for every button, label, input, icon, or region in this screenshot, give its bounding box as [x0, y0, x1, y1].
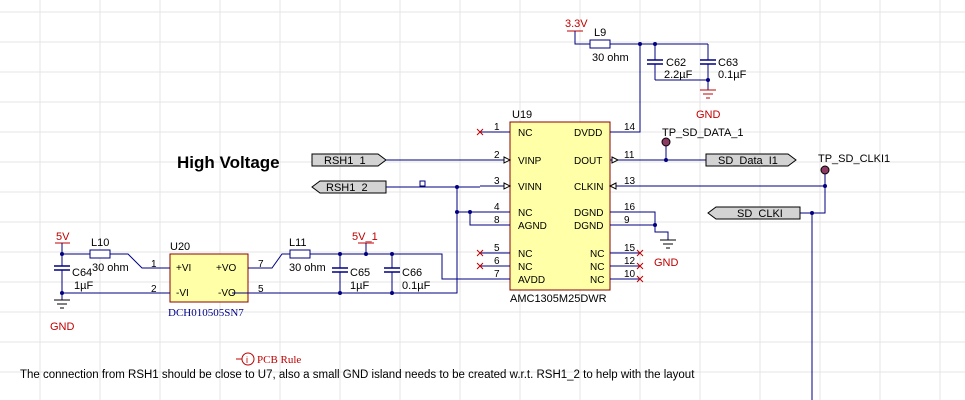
net-tie-marker	[419, 180, 426, 187]
l10-inductor[interactable]	[89, 249, 111, 259]
u19-pin-8-num: 8	[494, 215, 500, 226]
u19-pin-14-name: DVDD	[574, 128, 602, 139]
l11-ref: L11	[289, 237, 307, 249]
gnd-symbol-top	[700, 89, 716, 99]
u19-pin-13-num: 13	[624, 176, 636, 187]
u19-pin-12-name: NC	[590, 262, 604, 273]
c66-value: 0.1µF	[402, 280, 431, 292]
u19-pin-4-num: 4	[494, 202, 500, 213]
u19-ref: U19	[512, 109, 532, 121]
u19-pin-14-num: 14	[624, 122, 636, 133]
u19-pin-1-num: 1	[494, 122, 500, 133]
l9-inductor[interactable]	[589, 39, 611, 49]
c62-ref: C62	[666, 57, 686, 69]
u19-pin-4-name: NC	[518, 208, 532, 219]
l10-value: 30 ohm	[92, 262, 129, 274]
testpoint-sd-data[interactable]: TP_SD_DATA_1	[661, 127, 744, 160]
gnd-label-dgnd: GND	[654, 257, 679, 269]
u20-part: DCH010505SN7	[168, 307, 244, 319]
svg-text:i: i	[246, 355, 248, 365]
l11-value: 30 ohm	[289, 262, 326, 274]
info-circle-icon	[241, 352, 255, 366]
pcb-rule-marker[interactable]: i PCB Rule	[236, 352, 301, 366]
u19-pin-16-name: DGND	[574, 208, 603, 219]
u20-pin-2-num: 2	[151, 284, 157, 295]
u19-pin-1-name: NC	[518, 128, 532, 139]
u19-part: AMC1305M25DWR	[510, 293, 607, 305]
u20-pin-5-name: -VO	[218, 288, 236, 299]
pcb-rule-label: PCB Rule	[257, 354, 301, 366]
u19-pin-13-name: CLKIN	[574, 182, 603, 193]
u19-pin-10-name: NC	[590, 275, 604, 286]
c64-value: 1µF	[74, 280, 93, 292]
u19-pin-11-name: DOUT	[574, 156, 602, 167]
u19-left-pins: 1 2 3 4 8 5 6 7	[476, 122, 512, 280]
u19-pin-15-name: NC	[590, 249, 604, 260]
u19-pin-15-num: 15	[624, 243, 636, 254]
l11-inductor[interactable]	[289, 249, 311, 259]
u19-pin-11-num: 11	[624, 150, 635, 161]
c65-value: 1µF	[350, 280, 369, 292]
port-rsh1-2-label: RSH1_2	[326, 182, 368, 194]
u20-pin-1-name: +VI	[176, 263, 191, 274]
c65-ref: C65	[350, 267, 370, 279]
u20-pin-2-name: -VI	[176, 288, 189, 299]
u19-pin-7-name: AVDD	[518, 275, 545, 286]
gnd-label-5v: GND	[50, 321, 75, 333]
c64-ref: C64	[72, 267, 92, 279]
power-5v-label: 5V	[56, 231, 70, 243]
u20-ic[interactable]: U20 DCH010505SN7 +VI -VI +VO -VO	[168, 241, 249, 319]
u19-pin-2-num: 2	[494, 150, 500, 161]
testpoint-sd-clk[interactable]: TP_SD_CLKI1	[818, 153, 890, 175]
tp-clk-label: TP_SD_CLKI1	[818, 153, 890, 165]
power-3v3-label: 3.3V	[565, 18, 588, 30]
u19-pin-8-name: AGND	[518, 221, 547, 232]
c63-value: 0.1µF	[718, 69, 747, 81]
u19-pin-3-num: 3	[494, 176, 500, 187]
u19-pin-12-num: 12	[624, 256, 636, 267]
heading-high-voltage: High Voltage	[177, 153, 280, 172]
port-sd-clk[interactable]: SD_CLKI	[707, 206, 801, 220]
c63-ref: C63	[718, 57, 738, 69]
layout-note: The connection from RSH1 should be close…	[20, 369, 695, 381]
port-rsh1-1-label: RSH1_1	[324, 155, 366, 167]
port-rsh1-1[interactable]: RSH1_1	[311, 153, 387, 167]
l10-ref: L10	[91, 237, 109, 249]
u20-pin-7-num: 7	[258, 259, 264, 270]
u19-pin-9-name: DGND	[574, 221, 603, 232]
port-sd-clk-label: SD_CLKI	[737, 208, 783, 220]
u19-pin-5-name: NC	[518, 249, 532, 260]
power-5v1-label: 5V_1	[352, 231, 378, 243]
dgnd-net: GND	[640, 211, 679, 269]
c66-ref: C66	[402, 267, 422, 279]
l9-value: 30 ohm	[592, 52, 629, 64]
u19-pin-6-name: NC	[518, 262, 532, 273]
u19-ic[interactable]: U19 AMC1305M25DWR NC VINP VINN NC AGND N…	[509, 109, 611, 305]
port-sd-data[interactable]: SD_Data_I1	[705, 153, 797, 167]
u19-pin-5-num: 5	[494, 243, 500, 254]
port-rsh1-2[interactable]: RSH1_2	[311, 180, 387, 194]
gnd-label-top: GND	[696, 109, 721, 121]
u19-pin-10-num: 10	[624, 269, 636, 280]
u19-pin-3-name: VINN	[518, 182, 542, 193]
supply-3v3-net: 3.3V L9 30 ohm C62 2.2µF C63 0.1µF GND	[565, 18, 747, 133]
output-5v1-net: L11 30 ohm 5V_1 C65 1µF C66 0.1µF	[248, 231, 480, 295]
u19-pin-6-num: 6	[494, 256, 500, 267]
port-sd-data-label: SD_Data_I1	[718, 155, 778, 167]
u19-pin-7-num: 7	[494, 269, 500, 280]
u20-pin-1-num: 1	[151, 259, 157, 270]
u19-pin-2-name: VINP	[518, 156, 542, 167]
tp-data-label: TP_SD_DATA_1	[662, 127, 744, 139]
u19-right-pins: 14 11 13 16 9 15 12 10	[608, 122, 644, 283]
u20-ref: U20	[170, 241, 190, 253]
u19-pin-16-num: 16	[624, 202, 636, 213]
u20-pin-5-num: 5	[258, 284, 264, 295]
l9-ref: L9	[594, 27, 606, 39]
u20-pin-7-name: +VO	[216, 263, 237, 274]
u19-pin-9-num: 9	[624, 215, 630, 226]
c62-value: 2.2µF	[664, 69, 693, 81]
input-5v-net: 5V L10 30 ohm C64 1µF GND	[50, 231, 170, 333]
